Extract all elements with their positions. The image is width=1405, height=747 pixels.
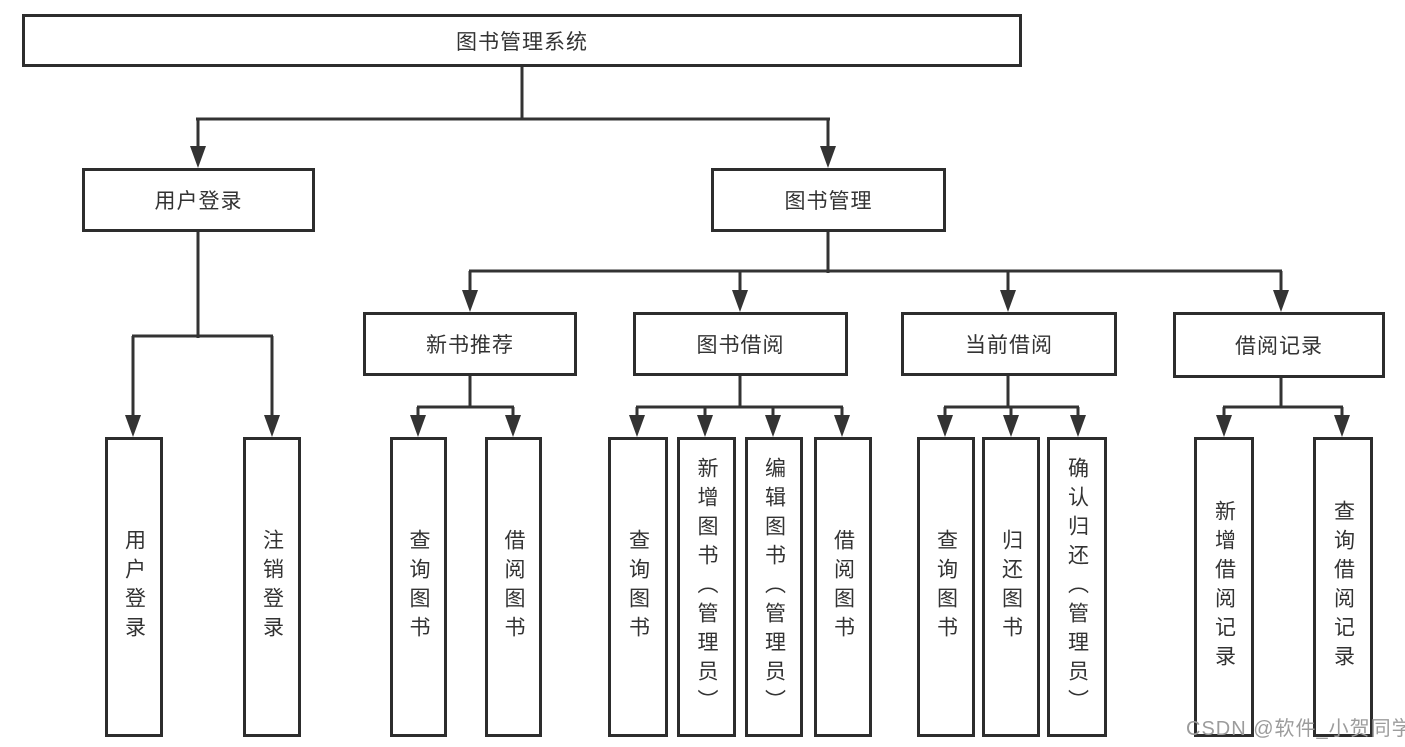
- node-new-book-recommend: 新书推荐: [363, 312, 577, 376]
- node-query-books-leaf: 查询图书: [917, 437, 975, 737]
- node-current-borrowing-label: 当前借阅: [965, 334, 1053, 357]
- node-book-borrowing-label: 图书借阅: [696, 334, 785, 357]
- node-book-borrowing: 图书借阅: [633, 312, 848, 376]
- node-user-login-label: 用户登录: [154, 190, 243, 213]
- node-user-login: 用户登录: [82, 168, 315, 232]
- node-book-management-label: 图书管理: [784, 190, 873, 213]
- node-query-books-leaf-label: 查询图书: [626, 529, 650, 645]
- node-borrow-books-leaf-label: 借阅图书: [831, 529, 855, 645]
- node-confirm-return-admin-leaf-label: 确认归还（管理员）: [1065, 456, 1089, 718]
- node-borrowing-records: 借阅记录: [1173, 312, 1385, 378]
- node-add-borrow-record-leaf-label: 新增借阅记录: [1212, 500, 1236, 674]
- node-query-books-leaf-label: 查询图书: [407, 529, 430, 645]
- node-borrow-books-leaf: 借阅图书: [814, 437, 872, 737]
- node-current-borrowing: 当前借阅: [901, 312, 1117, 376]
- node-edit-book-admin-leaf: 编辑图书（管理员）: [745, 437, 803, 737]
- node-query-books-leaf: 查询图书: [608, 437, 668, 737]
- node-book-management: 图书管理: [711, 168, 946, 232]
- node-query-books-leaf: 查询图书: [390, 437, 447, 737]
- node-new-book-recommend-label: 新书推荐: [426, 334, 514, 357]
- node-query-borrow-record-leaf: 查询借阅记录: [1313, 437, 1373, 737]
- node-logout-leaf-label: 注销登录: [260, 529, 284, 645]
- watermark: CSDN @软件_小贺同学: [1186, 718, 1405, 740]
- node-add-book-admin-leaf: 新增图书（管理员）: [677, 437, 736, 737]
- node-edit-book-admin-leaf-label: 编辑图书（管理员）: [762, 456, 786, 718]
- node-library-system-label: 图书管理系统: [456, 30, 588, 54]
- node-borrow-books-leaf: 借阅图书: [485, 437, 542, 737]
- node-query-borrow-record-leaf-label: 查询借阅记录: [1331, 500, 1355, 674]
- node-borrowing-records-label: 借阅记录: [1235, 335, 1323, 358]
- node-logout-leaf: 注销登录: [243, 437, 301, 737]
- node-user-login-leaf: 用户登录: [105, 437, 163, 737]
- node-return-books-leaf: 归还图书: [982, 437, 1040, 737]
- node-add-borrow-record-leaf: 新增借阅记录: [1194, 437, 1254, 737]
- node-user-login-leaf-label: 用户登录: [122, 529, 146, 645]
- node-add-book-admin-leaf-label: 新增图书（管理员）: [695, 456, 718, 718]
- node-borrow-books-leaf-label: 借阅图书: [502, 529, 525, 645]
- node-library-system: 图书管理系统: [22, 14, 1022, 67]
- node-return-books-leaf-label: 归还图书: [999, 529, 1023, 645]
- node-confirm-return-admin-leaf: 确认归还（管理员）: [1047, 437, 1107, 737]
- node-query-books-leaf-label: 查询图书: [934, 529, 958, 645]
